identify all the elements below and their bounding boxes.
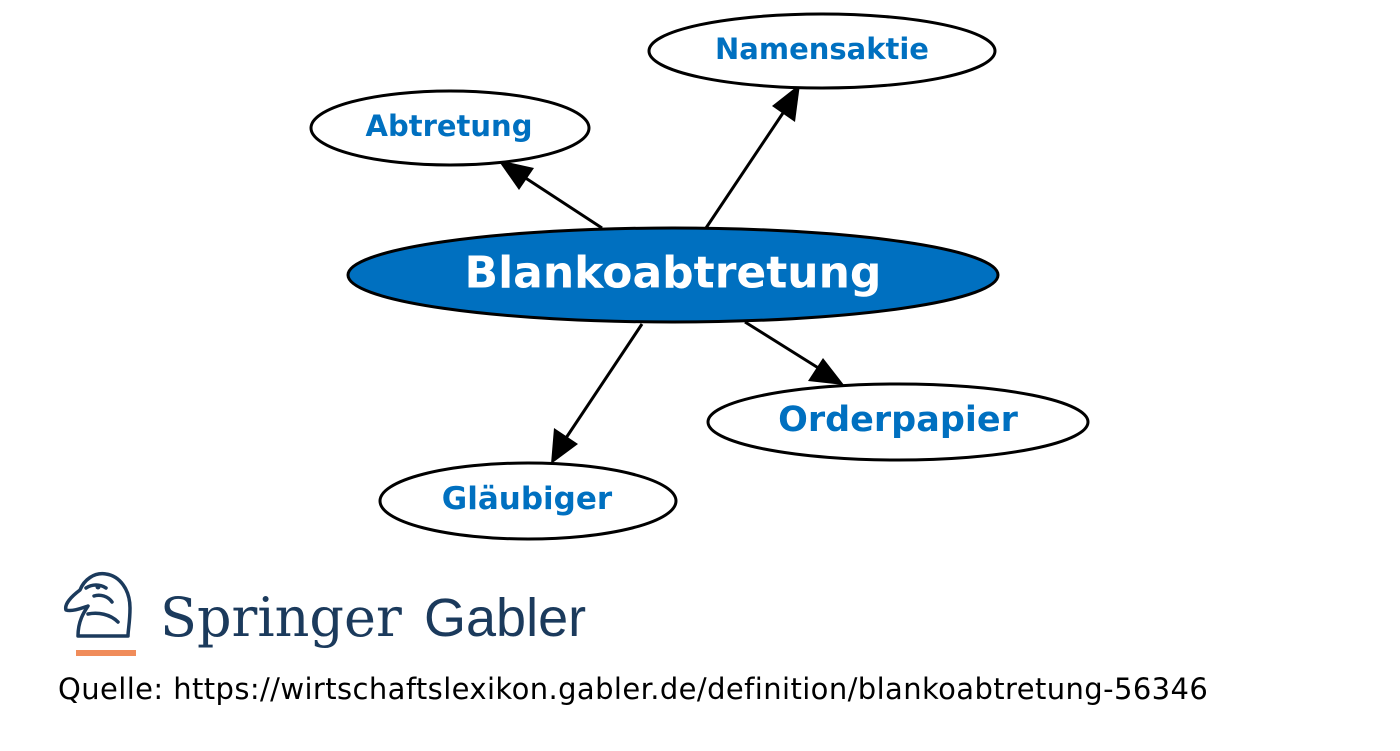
edge-to-glaeubiger bbox=[564, 323, 644, 439]
edge-to-abtretung bbox=[523, 175, 603, 230]
logo-accent-bar bbox=[76, 650, 136, 656]
edge-to-orderpapier bbox=[744, 320, 821, 371]
knight-emblem-icon bbox=[63, 571, 132, 638]
arrowhead-abtretung bbox=[498, 160, 534, 190]
node-orderpapier bbox=[706, 382, 1090, 462]
node-glaeubiger bbox=[378, 461, 678, 541]
logo-word-gabler: Gabler bbox=[424, 588, 586, 648]
node-label-glaeubiger: Gläubiger bbox=[442, 481, 613, 517]
concept-map: Blankoabtretung Namensaktie Abtretung Or… bbox=[309, 12, 1090, 541]
center-node-label: Blankoabtretung bbox=[465, 248, 882, 299]
node-label-namensaktie: Namensaktie bbox=[715, 32, 929, 66]
source-citation: Quelle: https://wirtschaftslexikon.gable… bbox=[58, 672, 1209, 706]
edge-to-namensaktie bbox=[704, 109, 787, 229]
node-abtretung bbox=[309, 89, 591, 167]
arrowhead-orderpapier bbox=[808, 358, 844, 385]
node-namensaktie bbox=[647, 12, 997, 90]
springer-gabler-logo: Springer Gabler bbox=[63, 571, 586, 656]
center-node bbox=[346, 226, 1000, 324]
arrowhead-namensaktie bbox=[772, 84, 800, 122]
logo-word-springer: Springer bbox=[160, 586, 402, 649]
node-label-abtretung: Abtretung bbox=[366, 109, 533, 143]
arrowhead-glaeubiger bbox=[551, 428, 578, 464]
node-label-orderpapier: Orderpapier bbox=[778, 400, 1019, 440]
